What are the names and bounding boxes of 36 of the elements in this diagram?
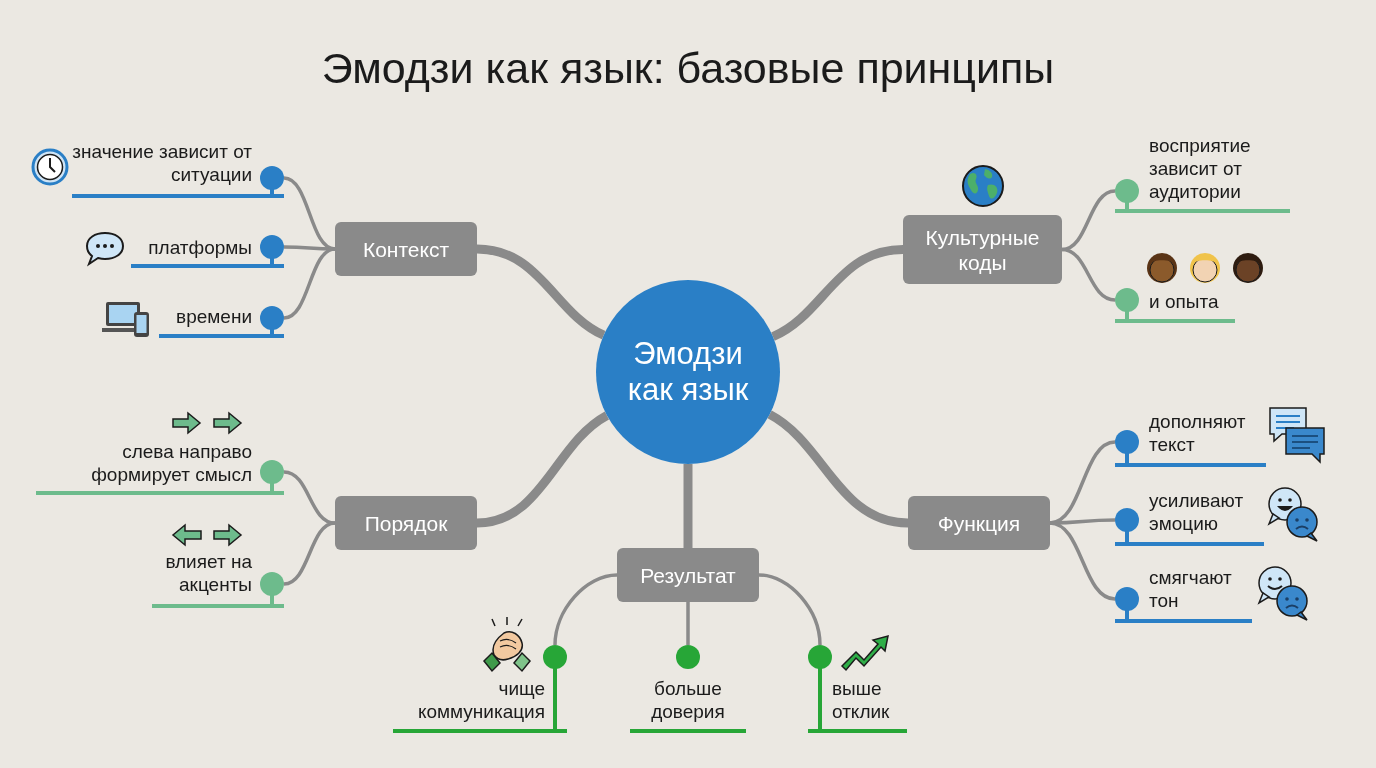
connector-line: [283, 470, 336, 525]
connector-line: [758, 573, 822, 646]
topic-text: времени: [175, 305, 252, 328]
connector-line: [1050, 518, 1115, 525]
connector-line: [553, 573, 618, 646]
branch-box: Порядок: [335, 496, 477, 550]
topic-text: и опыта: [1149, 290, 1220, 313]
title: Эмодзи как язык: базовые принципы: [320, 44, 1056, 93]
connector-line: [476, 411, 610, 528]
topic-text: усиливают эмоцию: [1149, 489, 1245, 535]
leaf-topic: [630, 645, 746, 733]
central-topic-circle: Эмодзи как язык: [596, 280, 780, 464]
topic-text: слева направо формирует смысл: [90, 440, 252, 486]
connector-line: [476, 244, 606, 340]
branch-box: Результат: [617, 548, 759, 602]
connector-line: [283, 521, 336, 586]
topic-text: выше отклик: [832, 677, 891, 723]
connector-line: [767, 410, 909, 528]
branch-box: Культурные коды: [903, 215, 1062, 284]
connector-line: [686, 602, 690, 645]
topic-text: смягчают тон: [1149, 566, 1233, 612]
topic-text: дополняют текст: [1149, 410, 1247, 456]
connector-line: [770, 245, 904, 341]
topic-text: влияет на акценты: [164, 550, 252, 596]
topic-text: больше доверия: [650, 677, 726, 723]
connector-line: [1061, 247, 1116, 302]
connector-line: [283, 247, 336, 320]
topic-text: восприятие зависит от аудитории: [1149, 134, 1252, 203]
connector-line: [1049, 521, 1116, 601]
branch-box: Контекст: [335, 222, 477, 276]
connector-line: [683, 464, 693, 548]
branch-box: Функция: [908, 496, 1050, 550]
topic-text: значение зависит от ситуации: [72, 140, 252, 186]
connector-line: [1061, 189, 1116, 252]
topic-text: платформы: [147, 236, 252, 259]
topic-text: чище коммуникация: [416, 677, 545, 723]
